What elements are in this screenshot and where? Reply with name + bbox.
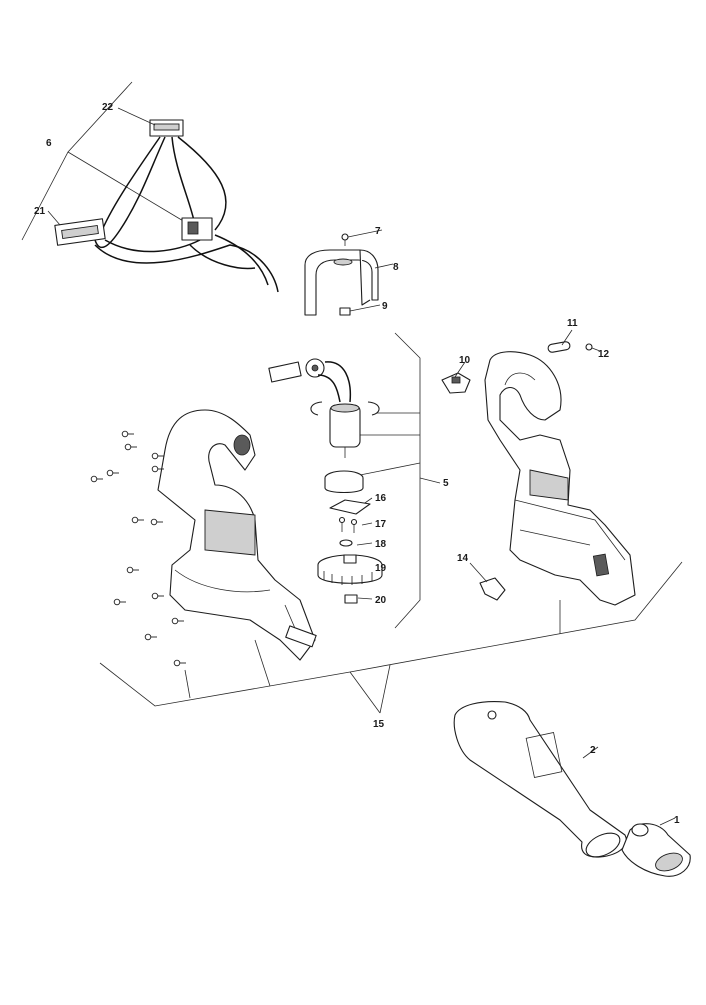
callout-12: 12 bbox=[598, 349, 610, 360]
screw-7 bbox=[341, 233, 349, 241]
bracket-assembly bbox=[304, 229, 394, 316]
left-housing bbox=[90, 409, 317, 667]
callout-6: 6 bbox=[46, 138, 52, 149]
callout-15-leaders bbox=[99, 561, 683, 714]
callout-8: 8 bbox=[393, 262, 399, 273]
blower-tube bbox=[453, 701, 627, 858]
callout-9: 9 bbox=[382, 301, 388, 312]
callout-22: 22 bbox=[102, 102, 114, 113]
bracket-8 bbox=[304, 249, 379, 316]
pin-11 bbox=[547, 341, 571, 353]
callout-17: 17 bbox=[375, 519, 387, 530]
callout-21: 21 bbox=[34, 206, 46, 217]
nozzle-tip bbox=[621, 817, 691, 877]
callout-5: 5 bbox=[443, 478, 449, 489]
callout-2: 2 bbox=[590, 745, 596, 756]
right-housing bbox=[441, 341, 636, 606]
motor-assembly bbox=[268, 332, 441, 629]
callout-1: 1 bbox=[674, 815, 680, 826]
callout-labels: 1 2 5 6 7 8 9 10 11 12 14 15 16 17 18 19… bbox=[34, 102, 680, 826]
part-14 bbox=[479, 577, 506, 601]
tube-2 bbox=[453, 701, 627, 858]
plate-16 bbox=[329, 499, 371, 515]
callout-14: 14 bbox=[457, 553, 469, 564]
callout-10: 10 bbox=[459, 355, 471, 366]
part-12 bbox=[585, 343, 593, 351]
callout-20: 20 bbox=[375, 595, 387, 606]
callout-19: 19 bbox=[375, 563, 387, 574]
wiring-harness bbox=[21, 81, 279, 293]
callout-15: 15 bbox=[373, 719, 385, 730]
callout-18: 18 bbox=[375, 539, 387, 550]
callout-7: 7 bbox=[375, 226, 381, 237]
nut-9 bbox=[339, 307, 351, 316]
nut-20 bbox=[344, 594, 358, 604]
callout-16: 16 bbox=[375, 493, 387, 504]
callout-11: 11 bbox=[567, 318, 578, 329]
